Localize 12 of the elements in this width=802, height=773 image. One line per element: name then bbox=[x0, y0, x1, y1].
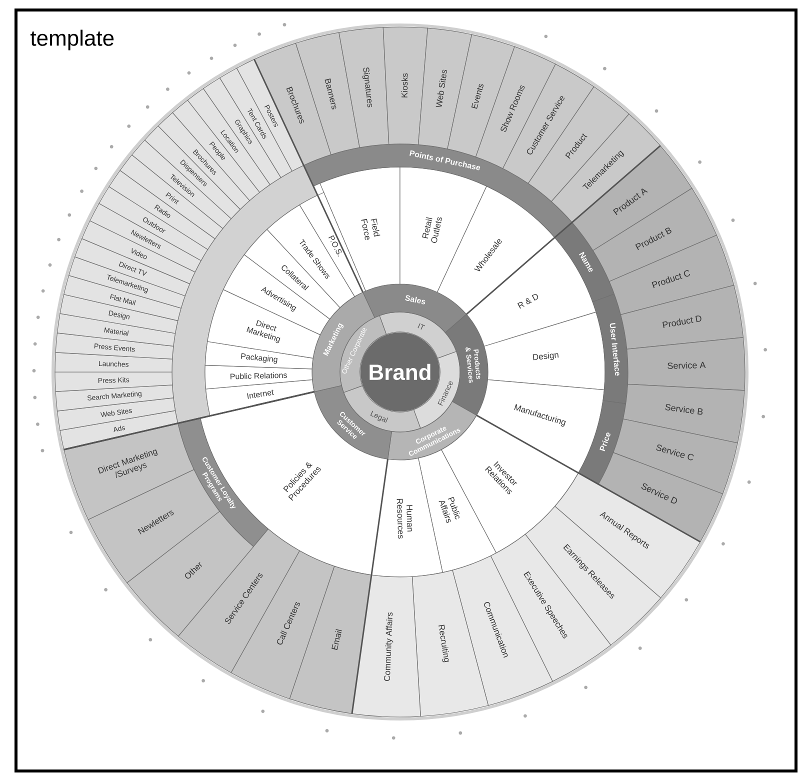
outer-segment: Kiosks bbox=[382, 26, 428, 146]
outer-segment: Community Affairs bbox=[352, 574, 421, 718]
ring-segment: Internet bbox=[205, 379, 315, 416]
title: template bbox=[30, 30, 114, 50]
band-segment: User Interface bbox=[592, 294, 628, 404]
outer-segment: Service B bbox=[622, 384, 745, 444]
outer-segment: Web Sites bbox=[418, 28, 472, 150]
band-segment: Price bbox=[578, 400, 626, 485]
outer-segment: Service A bbox=[626, 337, 746, 391]
outer-segment: Signatures bbox=[338, 27, 390, 148]
ring-segment: Public Relations bbox=[204, 364, 313, 390]
ring-segment: Design bbox=[484, 312, 606, 390]
